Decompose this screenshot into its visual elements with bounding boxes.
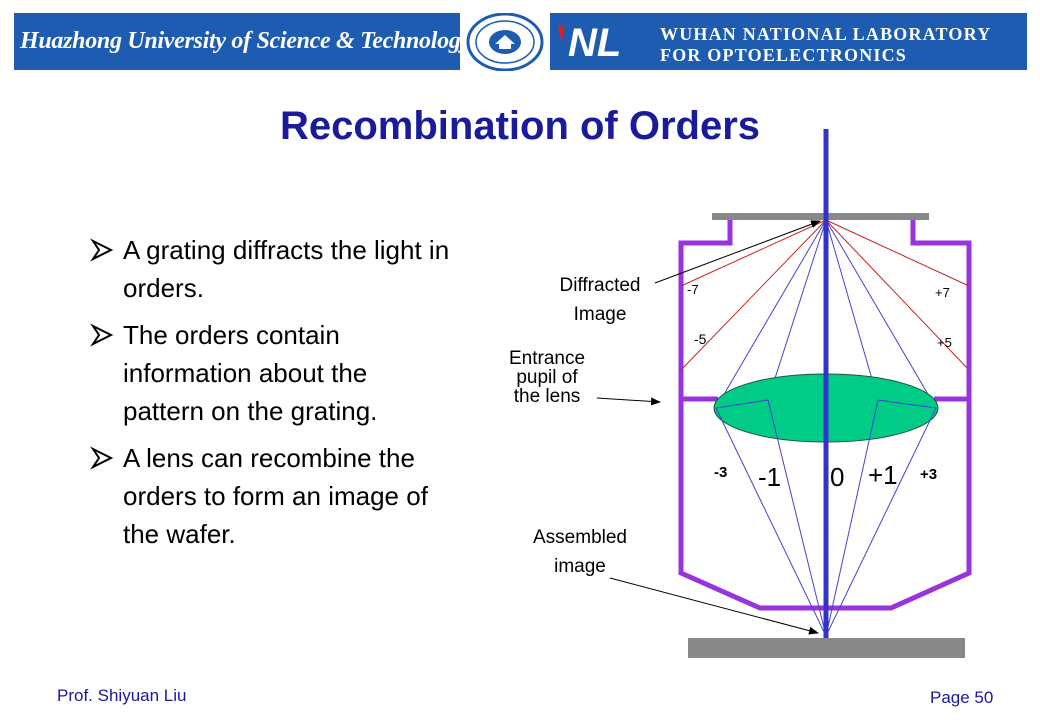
entrance-pupil-label: Entrance pupil of the lens xyxy=(508,348,586,407)
university-banner: Huazhong University of Science & Technol… xyxy=(14,13,471,70)
footer-page-number: Page 50 xyxy=(930,688,994,707)
diffracted-image-label: Diffracted Image xyxy=(559,275,641,325)
lab-name-line2: FOR OPTOELECTRONICS xyxy=(660,45,908,65)
order-label-plus1: +1 xyxy=(868,460,898,490)
entrance-pupil-arrow xyxy=(596,397,661,406)
high-order-rays xyxy=(680,219,970,371)
order-label-plus5: +5 xyxy=(937,335,952,350)
bullet-item: The orders contain information about the… xyxy=(90,316,450,430)
order-label-zero: 0 xyxy=(830,462,845,492)
bullet-text: A lens can recombine the orders to form … xyxy=(123,443,428,549)
bullet-item: A grating diffracts the light in orders. xyxy=(90,231,450,307)
footer-author: Prof. Shiyuan Liu xyxy=(57,686,187,705)
order-label-minus3: -3 xyxy=(714,464,728,481)
arrowhead-bullet-icon xyxy=(90,323,114,347)
lab-name-line1: WUHAN NATIONAL LABORATORY xyxy=(660,24,992,44)
assembled-image-label: Assembled image xyxy=(533,527,627,577)
bullet-item: A lens can recombine the orders to form … xyxy=(90,439,450,553)
lab-logo-icon: NL xyxy=(558,21,621,65)
page-title: Recombination of Orders xyxy=(279,104,761,148)
order-label-minus7: -7 xyxy=(687,282,699,297)
university-seal-icon xyxy=(466,13,544,71)
order-label-minus1: -1 xyxy=(758,462,782,492)
low-order-rays xyxy=(715,219,937,409)
bullet-text: A grating diffracts the light in orders. xyxy=(123,235,450,303)
bullet-text: The orders contain information about the… xyxy=(123,320,378,426)
order-label-plus7: +7 xyxy=(935,285,950,300)
lab-logo-text: NL xyxy=(568,21,621,65)
arrowhead-bullet-icon xyxy=(90,446,114,470)
bullet-list: A grating diffracts the light in orders.… xyxy=(90,231,450,562)
arrowhead-bullet-icon xyxy=(90,238,114,262)
order-label-plus3: +3 xyxy=(920,466,938,483)
converging-rays xyxy=(715,399,937,637)
university-name: Huazhong University of Science & Technol… xyxy=(20,28,471,54)
order-label-minus5: -5 xyxy=(694,331,707,347)
diffracted-image-arrow xyxy=(654,220,821,284)
mask-plate xyxy=(712,213,929,220)
assembled-image-arrow xyxy=(609,577,819,635)
wafer-plate xyxy=(688,638,965,658)
lab-banner: NL WUHAN NATIONAL LABORATORY FOR OPTOELE… xyxy=(550,13,1027,70)
